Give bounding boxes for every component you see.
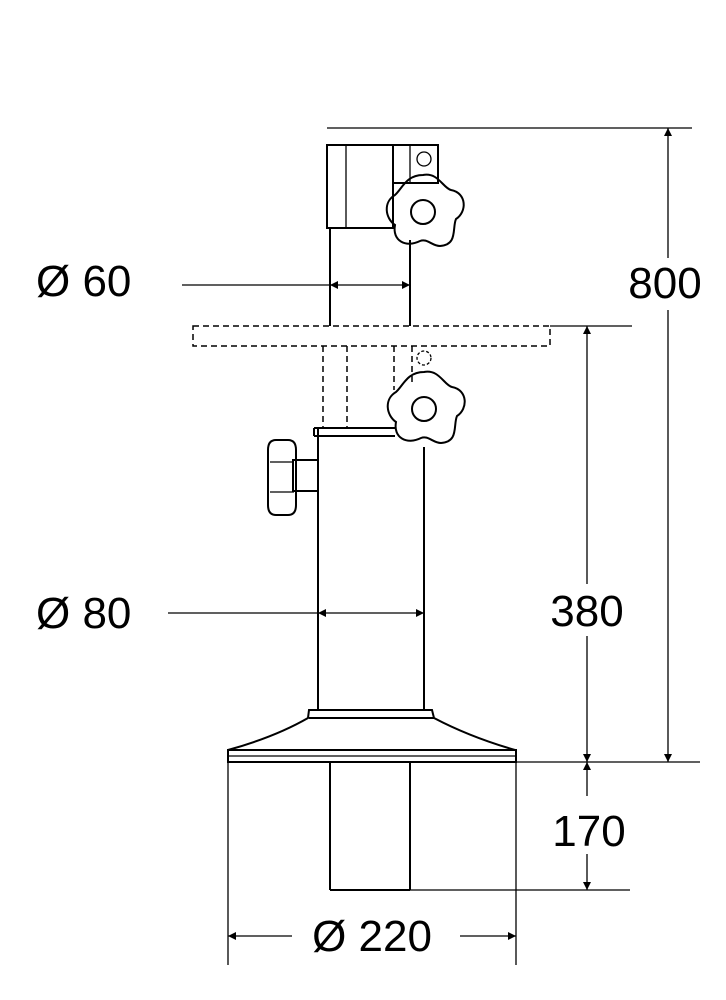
base-plate xyxy=(227,709,517,763)
tube-diameter-label: Ø 60 xyxy=(36,257,131,306)
base-diameter-label: Ø 220 xyxy=(312,912,432,961)
side-clamp-knob-icon xyxy=(267,439,319,516)
column-height-label: 380 xyxy=(550,587,623,636)
column-diameter-label: Ø 80 xyxy=(36,589,131,638)
total-height-label: 800 xyxy=(628,259,701,308)
top-star-knob-icon xyxy=(385,173,465,248)
top-tube xyxy=(326,144,439,326)
main-column xyxy=(313,427,425,710)
table-plate-outline xyxy=(192,325,551,347)
base-height-label: 170 xyxy=(552,807,625,856)
extension-lines xyxy=(227,127,700,965)
middle-star-knob-icon xyxy=(386,370,466,445)
base-spigot xyxy=(329,762,411,891)
